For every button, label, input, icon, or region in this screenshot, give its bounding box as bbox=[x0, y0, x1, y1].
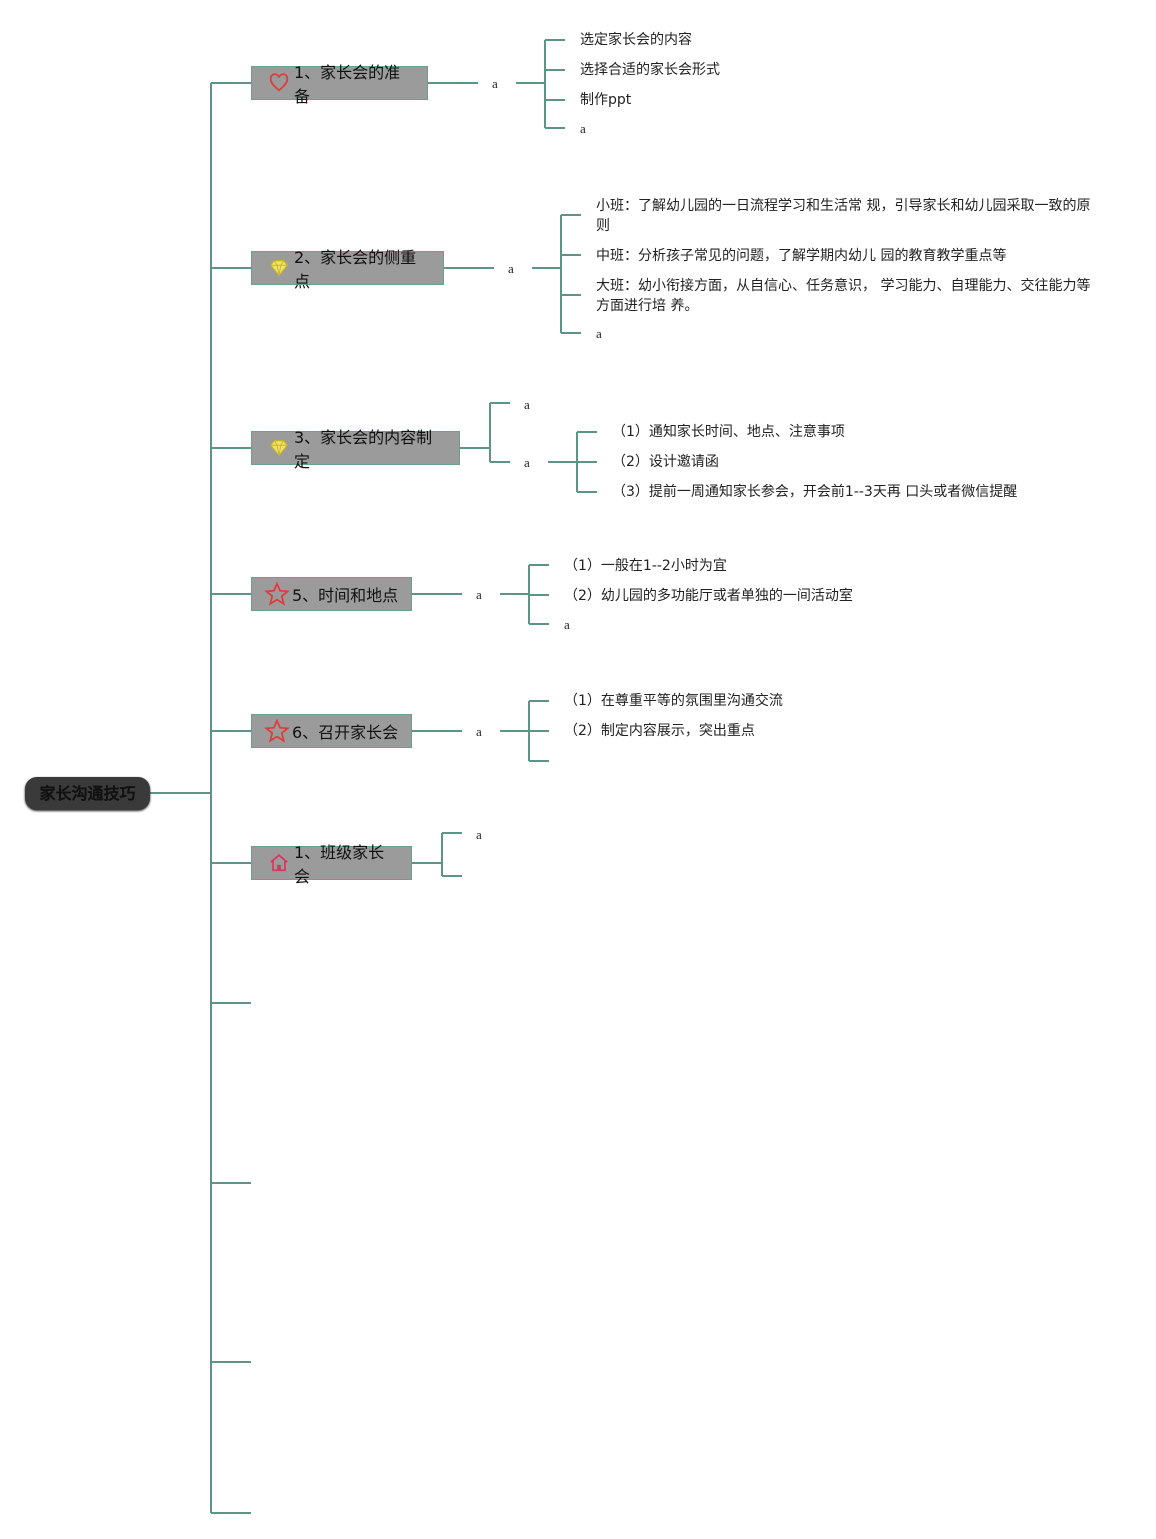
connector-label: a bbox=[476, 724, 482, 739]
topic-label: 1、班级家长会 bbox=[294, 843, 385, 886]
topic-label: 3、家长会的内容制定 bbox=[294, 428, 433, 471]
root-topic[interactable]: 家长沟通技巧 bbox=[25, 777, 150, 810]
diamond-icon bbox=[268, 437, 290, 459]
topic-class-meeting[interactable]: 1、班级家长会 bbox=[251, 843, 412, 886]
topic-time-place[interactable]: 5、时间和地点 bbox=[251, 577, 412, 611]
subtopic-item[interactable]: （1）一般在1--2小时为宜 bbox=[564, 558, 727, 574]
topic-label: 5、时间和地点 bbox=[292, 586, 399, 605]
connector-label: a bbox=[524, 455, 530, 470]
subtopic-item[interactable]: （1）通知家长时间、地点、注意事项 bbox=[612, 424, 845, 440]
subtopic-item[interactable]: （2）制定内容展示，突出重点 bbox=[564, 723, 755, 739]
topic-preparation[interactable]: 1、家长会的准备 bbox=[251, 63, 428, 106]
empty-branch-stub bbox=[211, 1182, 251, 1184]
subtopic-item[interactable]: 小班：了解幼儿园的一日流程学习和生活常 规，引导家长和幼儿园采取一致的原则 bbox=[596, 198, 1091, 234]
topic-label: 6、召开家长会 bbox=[292, 723, 399, 742]
connector-label: a bbox=[476, 827, 482, 842]
subtopic-item[interactable]: 中班：分析孩子常见的问题，了解学期内幼儿 园的教育教学重点等 bbox=[596, 248, 1007, 264]
subtopic-item[interactable]: （3）提前一周通知家长参会，开会前1--3天再 口头或者微信提醒 bbox=[612, 484, 1018, 500]
subtopic-item[interactable]: （2）幼儿园的多功能厅或者单独的一间活动室 bbox=[564, 588, 853, 604]
star-icon bbox=[264, 718, 290, 744]
subtopic-item[interactable]: 大班：幼小衔接方面，从自信心、任务意识， 学习能力、自理能力、交往能力等方面进行… bbox=[596, 278, 1091, 314]
connector-label: a bbox=[524, 397, 530, 412]
star-icon bbox=[264, 581, 290, 607]
subtopic-item[interactable]: 选择合适的家长会形式 bbox=[580, 62, 720, 78]
topic-content[interactable]: 3、家长会的内容制定 bbox=[251, 428, 460, 471]
connector-label: a bbox=[476, 587, 482, 602]
home-icon bbox=[268, 852, 290, 874]
subtopic-item[interactable]: a bbox=[580, 121, 586, 136]
diamond-icon bbox=[268, 257, 290, 279]
subtopic-item[interactable]: a bbox=[564, 617, 570, 632]
subtopic-item[interactable]: （2）设计邀请函 bbox=[612, 454, 719, 470]
heart-icon bbox=[268, 72, 290, 94]
empty-branch-stub bbox=[211, 1002, 251, 1004]
subtopic-item[interactable]: 制作ppt bbox=[580, 92, 632, 108]
topic-label: 1、家长会的准备 bbox=[294, 63, 401, 106]
empty-branch-stub bbox=[211, 1512, 251, 1514]
empty-branch-stub bbox=[211, 1361, 251, 1363]
connector-label: a bbox=[508, 261, 514, 276]
subtopic-item[interactable]: 选定家长会的内容 bbox=[580, 32, 692, 48]
topic-hold-meeting[interactable]: 6、召开家长会 bbox=[251, 714, 412, 748]
connector-label: a bbox=[492, 76, 498, 91]
root-topic-label: 家长沟通技巧 bbox=[39, 784, 136, 803]
topic-focus[interactable]: 2、家长会的侧重点 bbox=[251, 248, 444, 291]
subtopic-item[interactable]: a bbox=[596, 326, 602, 341]
topic-label: 2、家长会的侧重点 bbox=[294, 248, 417, 291]
subtopic-item[interactable]: （1）在尊重平等的氛围里沟通交流 bbox=[564, 693, 783, 709]
